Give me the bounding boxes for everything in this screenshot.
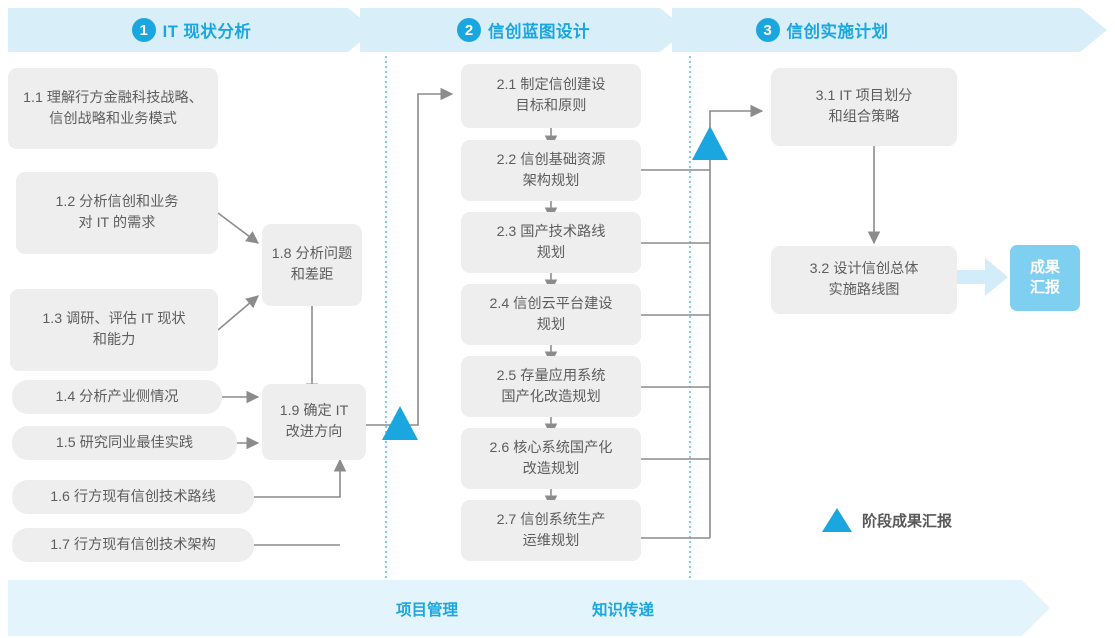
wire-1.6-to-1.9	[254, 458, 347, 498]
task-box-2-1[interactable]: 2.1 制定信创建设 目标和原则	[461, 64, 641, 128]
phase-title-1: IT 现状分析	[162, 23, 252, 41]
task-box-2-4[interactable]: 2.4 信创云平台建设 规划	[461, 284, 641, 345]
phase-number-1: 1	[131, 18, 156, 42]
footer-band	[8, 580, 1050, 636]
legend-milestone: 阶段成果汇报	[822, 508, 952, 532]
wire-1.9-to-2.1	[366, 87, 454, 426]
phase-title-3: 信创实施计划	[786, 23, 889, 41]
milestone-triangle-phase2	[692, 126, 728, 160]
result-report-box[interactable]: 成果 汇报	[1010, 245, 1080, 311]
task-box-2-6[interactable]: 2.6 核心系统国产化 改造规划	[461, 428, 641, 489]
task-box-2-2[interactable]: 2.2 信创基础资源 架构规划	[461, 140, 641, 201]
task-box-3-1[interactable]: 3.1 IT 项目划分 和组合策略	[771, 68, 957, 146]
phase-header-1[interactable]: 1 IT 现状分析	[8, 8, 375, 52]
task-box-1-6[interactable]: 1.6 行方现有信创技术路线	[12, 480, 254, 514]
collector-bus-vertical	[709, 104, 764, 538]
task-box-1-2[interactable]: 1.2 分析信创和业务 对 IT 的需求	[16, 172, 218, 254]
task-box-1-1[interactable]: 1.1 理解行方金融科技战略、 信创战略和业务模式	[8, 68, 218, 149]
task-box-1-7[interactable]: 1.7 行方现有信创技术架构	[12, 528, 254, 562]
phase-number-3: 3	[755, 18, 780, 42]
milestone-triangle-phase1	[382, 406, 418, 440]
legend-milestone-label: 阶段成果汇报	[862, 512, 953, 530]
wire-1.2-to-1.8	[217, 212, 260, 244]
task-box-1-3[interactable]: 1.3 调研、评估 IT 现状 和能力	[10, 289, 218, 371]
task-box-1-8[interactable]: 1.8 分析问题 和差距	[262, 224, 362, 306]
wire-1.3-to-1.8	[217, 295, 259, 331]
footer-label-knowledge-transfer: 知识传递	[592, 602, 655, 619]
task-box-1-9[interactable]: 1.9 确定 IT 改进方向	[262, 384, 366, 460]
phase-header-3[interactable]: 3 信创实施计划	[672, 8, 972, 52]
phase-header-2[interactable]: 2 信创蓝图设计	[360, 8, 687, 52]
footer-label-project-management: 项目管理	[396, 602, 459, 619]
task-box-2-5[interactable]: 2.5 存量应用系统 国产化改造规划	[461, 356, 641, 417]
task-box-2-7[interactable]: 2.7 信创系统生产 运维规划	[461, 500, 641, 561]
triangle-up-icon	[822, 508, 852, 532]
task-box-1-4[interactable]: 1.4 分析产业侧情况	[12, 380, 222, 414]
phase-number-2: 2	[457, 18, 481, 42]
task-box-2-3[interactable]: 2.3 国产技术路线 规划	[461, 212, 641, 273]
phase-title-2: 信创蓝图设计	[488, 23, 590, 41]
task-box-3-2[interactable]: 3.2 设计信创总体 实施路线图	[771, 246, 957, 314]
result-arrow-icon	[955, 258, 1008, 296]
task-box-1-5[interactable]: 1.5 研究同业最佳实践	[12, 426, 237, 460]
